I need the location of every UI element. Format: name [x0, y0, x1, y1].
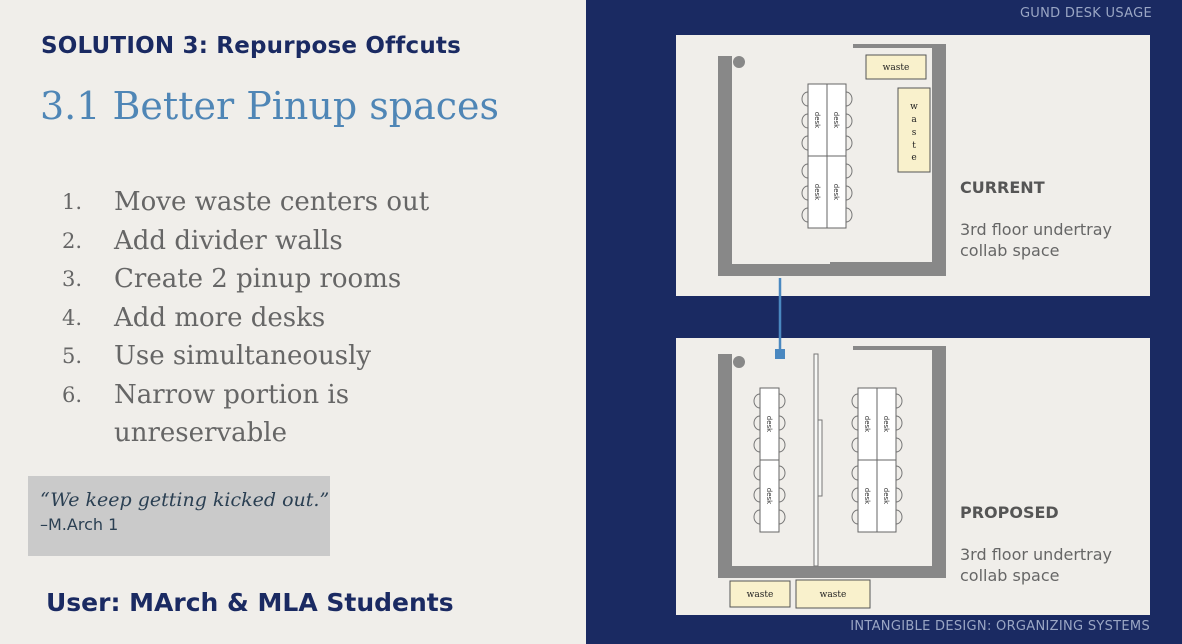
waste-vertical-letter: e [911, 153, 916, 163]
waste-vertical-letter: a [911, 115, 917, 125]
list-text: Move waste centers out [114, 187, 430, 217]
proposed-desk-cluster-right: desk desk desk desk [851, 387, 903, 533]
waste-label: waste [820, 590, 847, 600]
chair-icon [753, 393, 761, 525]
list-number: 5. [62, 344, 83, 368]
desk-block [759, 459, 780, 533]
solution-heading: SOLUTION 3: Repurpose Offcuts [41, 33, 462, 59]
desk-label: desk [882, 488, 890, 505]
list-number: 6. [62, 382, 83, 407]
desk-label: desk [863, 416, 871, 433]
quote-box: “We keep getting kicked out.” –M.Arch 1 [28, 476, 330, 556]
list-number: 4. [62, 305, 83, 330]
current-wall-top [853, 44, 946, 48]
list-item: 3. Create 2 pinup rooms [62, 260, 444, 299]
list-text: Add more desks [114, 302, 326, 333]
proposed-label: PROPOSED [960, 503, 1059, 522]
proposed-wall-right [932, 348, 946, 578]
list-item: 1. Move waste centers out [62, 183, 444, 222]
chair-icon [851, 393, 859, 525]
desk-label: desk [765, 416, 773, 433]
desk-block [876, 459, 897, 533]
waste-center-relocated [729, 580, 791, 608]
current-label: CURRENT [960, 178, 1045, 197]
slide-left-panel: SOLUTION 3: Repurpose Offcuts 3.1 Better… [0, 0, 586, 644]
list-number: 3. [62, 267, 83, 291]
desk-label: desk [882, 416, 890, 433]
list-number: 1. [62, 190, 83, 214]
waste-vertical-letter: s [912, 128, 917, 138]
desk-label: desk [832, 112, 840, 129]
list-text: Narrow portion is unreservable [114, 379, 350, 449]
chair-icon [895, 393, 903, 525]
connector-marker [775, 349, 785, 359]
quote-text: “We keep getting kicked out.” [40, 489, 330, 511]
proposed-desk-column-left: desk desk [753, 387, 786, 533]
proposed-wall-left [718, 354, 946, 578]
chair-icon [801, 91, 809, 223]
list-item: 4. Add more desks [62, 299, 444, 338]
list-item: 6. Narrow portion is unreservable [62, 376, 444, 453]
divider-wall [813, 353, 819, 567]
proposed-wall-top [853, 346, 946, 350]
page-title: 3.1 Better Pinup spaces [40, 84, 500, 128]
list-text: Use simultaneously [114, 341, 372, 371]
steps-list: 1. Move waste centers out 2. Add divider w… [62, 183, 444, 453]
current-wall-left [718, 56, 830, 276]
quote-attribution: –M.Arch 1 [40, 515, 119, 534]
chair-icon [778, 393, 786, 525]
column-icon [733, 56, 745, 68]
proposed-description: 3rd floor undertray collab space [960, 545, 1113, 585]
waste-label: waste [747, 590, 774, 600]
section-tag: GUND DESK USAGE [1019, 6, 1152, 21]
divider-wall-offset [817, 419, 823, 497]
current-desk-cluster: desk desk desk desk [801, 83, 853, 229]
list-number: 2. [62, 228, 83, 253]
list-item: 2. Add divider walls [62, 222, 444, 261]
desk-block [826, 155, 847, 229]
user-line: User: MArch & MLA Students [46, 588, 454, 617]
waste-label: waste [883, 63, 910, 73]
desk-label: desk [813, 184, 821, 201]
current-description: 3rd floor undertray collab space [960, 220, 1113, 260]
desk-label: desk [863, 488, 871, 505]
list-text: Create 2 pinup rooms [114, 264, 402, 294]
footer-text: INTANGIBLE DESIGN: ORGANIZING SYSTEMS [850, 619, 1150, 634]
desk-label: desk [813, 112, 821, 129]
waste-vertical-letter: t [912, 141, 916, 151]
chair-icon [845, 91, 853, 223]
column-icon [733, 356, 745, 368]
current-wall-right [830, 44, 946, 276]
list-item: 5. Use simultaneously [62, 337, 444, 376]
desk-label: desk [765, 488, 773, 505]
desk-label: desk [832, 184, 840, 201]
waste-center-horizontal [865, 54, 927, 80]
waste-center-relocated [795, 579, 871, 609]
waste-vertical-letter: w [910, 102, 918, 112]
waste-center-vertical [897, 87, 931, 173]
list-text: Add divider walls [114, 225, 343, 256]
